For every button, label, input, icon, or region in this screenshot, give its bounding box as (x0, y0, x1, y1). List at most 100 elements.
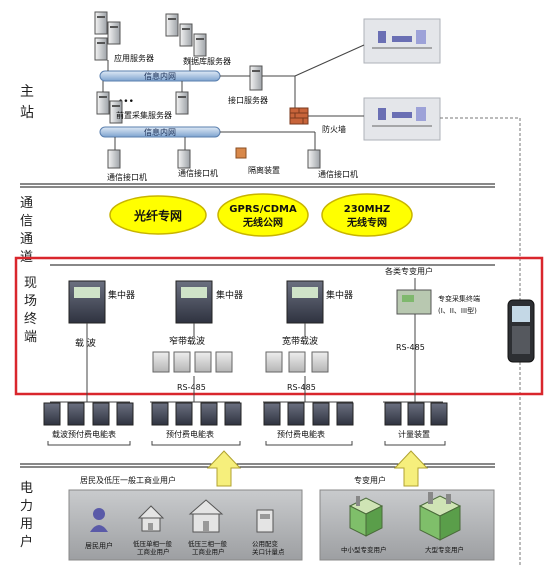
broadband-carrier-label: 宽带载波 (282, 335, 318, 347)
ellipsis-label: ••• (118, 97, 134, 107)
meter-icon (151, 402, 169, 426)
small-meter-icon (288, 351, 306, 373)
user-type-label: 大型专变用户 (425, 545, 464, 554)
carrier-label: 载 波 (75, 337, 96, 349)
narrowband-rs485-meters: RS-485 (152, 351, 233, 392)
firewall-icon: 防火墙 (289, 107, 346, 134)
comm-interface-label: 通信接口机 (107, 172, 147, 182)
small-meter-icon (152, 351, 170, 373)
section-label-main-station: 主 站 (20, 84, 34, 121)
channel-gprs-cdma: GPRS/CDMA 无线公网 (217, 193, 309, 237)
up-arrow-icon (206, 450, 242, 487)
concentrator-label: 集中器 (108, 289, 135, 301)
section-label-power-user: 电 力 用 户 (20, 481, 33, 550)
meter-icon (175, 402, 193, 426)
interface-server: 接口服务器 (228, 65, 268, 105)
public-transformer-icon (256, 509, 274, 533)
channel-label: 230MHZ (344, 204, 390, 215)
section-char: 终 (24, 311, 37, 327)
residential-user-panel: 居民及低压一般工商业用户 居民用户 低压单相一般 工商业用户 低压三相一般 工商… (68, 475, 303, 561)
user-type-label: 工商业用户 (137, 547, 170, 556)
prepaid-meter-group-1: 预付费电能表 (151, 402, 242, 439)
meter-group-label: 预付费电能表 (166, 429, 214, 439)
concentrator-3: 集中器 宽带载波 (282, 280, 353, 347)
handheld-terminal-icon (507, 299, 535, 363)
bus-label: 信息内网 (144, 127, 176, 137)
concentrator-2: 集中器 窄带载波 (169, 280, 243, 347)
small-meter-icon (194, 351, 212, 373)
comm-interface-machine-1: 通信接口机 (107, 149, 147, 182)
connector (294, 44, 365, 77)
server-icon (109, 100, 123, 124)
house-icon (137, 505, 165, 532)
concentrator-label: 集中器 (216, 289, 243, 301)
meter-brackets (47, 441, 446, 446)
narrowband-carrier-label: 窄带载波 (169, 335, 205, 347)
channel-fiber: 光纤专网 (109, 195, 207, 235)
db-server-cluster: 数据库服务器 (165, 13, 231, 66)
special-terminal-label: 专变采集终端 (438, 294, 480, 303)
isolation-device-label: 隔离装置 (248, 165, 280, 175)
rs485-label: RS-485 (396, 343, 425, 352)
channel-label: 无线专网 (346, 216, 387, 229)
server-icon (179, 23, 193, 47)
user-type-label: 公用配变 (252, 539, 279, 548)
field-terminal-highlight-frame (14, 256, 544, 396)
user-type-label: 居民用户 (85, 541, 113, 550)
user-group-label: 居民及低压一般工商业用户 (80, 475, 176, 485)
server-icon (96, 91, 110, 115)
meter-icon (43, 402, 61, 426)
meter-icon (430, 402, 448, 426)
channel-label: 光纤专网 (133, 208, 182, 223)
user-type-label: 低压单相一般 (133, 539, 173, 548)
server-icon (165, 13, 179, 37)
app-server-cluster: 应用服务器 (94, 11, 154, 63)
external-system-top (363, 18, 441, 64)
section-char: 通 (20, 232, 33, 247)
special-transformer-terminal: 各类专变用户 专变采集终端 (I、II、III型) RS-485 (385, 266, 480, 402)
server-icon (94, 37, 108, 61)
section-char: 用 (20, 517, 33, 532)
special-users-label: 各类专变用户 (385, 266, 433, 276)
section-char: 信 (20, 214, 33, 229)
meter-icon (67, 402, 85, 426)
meter-icon (263, 402, 281, 426)
info-intranet-bus-top: 信息内网 (99, 70, 221, 82)
user-type-label: 关口计量点 (252, 547, 285, 556)
small-meter-icon (215, 351, 233, 373)
section-char: 站 (20, 105, 34, 121)
user-type-label: 工商业用户 (192, 547, 225, 556)
section-label-comm-channel: 通 信 通 道 (20, 196, 33, 265)
server-icon (107, 21, 121, 45)
meter-group-label: 计量装置 (398, 429, 430, 439)
meter-icon (312, 402, 330, 426)
app-server-label: 应用服务器 (114, 53, 154, 63)
comm-interface-machine-2: 通信接口机 (177, 149, 218, 178)
channel-label: GPRS/CDMA (229, 204, 297, 215)
server-icon (175, 91, 189, 115)
info-intranet-bus-bottom: 信息内网 (99, 126, 221, 138)
rs485-label: RS-485 (177, 383, 206, 392)
meter-icon (287, 402, 305, 426)
building-icon (188, 499, 224, 533)
up-arrow-icon (393, 450, 429, 487)
front-collect-server-label: 前置采集服务器 (116, 110, 172, 120)
server-icon (193, 33, 207, 57)
section-label-field-terminal: 现 场 终 端 (24, 276, 37, 345)
special-user-panel: 专变用户 中小型专变用户 大型专变用户 (319, 475, 495, 561)
special-terminal-types-label: (I、II、III型) (438, 306, 477, 315)
metering-device-group: 计量装置 (384, 402, 448, 439)
section-char: 力 (20, 499, 33, 514)
small-meter-icon (173, 351, 191, 373)
section-char: 户 (20, 534, 33, 550)
db-server-label: 数据库服务器 (183, 56, 231, 66)
firewall-label: 防火墙 (322, 124, 346, 134)
meter-group-label: 预付费电能表 (277, 429, 325, 439)
channel-label: 无线公网 (242, 216, 283, 229)
comm-interface-label: 通信接口机 (318, 169, 358, 179)
external-system-bottom (363, 97, 441, 141)
front-collect-server-cluster: ••• 前置采集服务器 (96, 91, 189, 124)
carrier-prepaid-meter-group: 载波预付费电能表 (43, 402, 134, 439)
meter-icon (224, 402, 242, 426)
